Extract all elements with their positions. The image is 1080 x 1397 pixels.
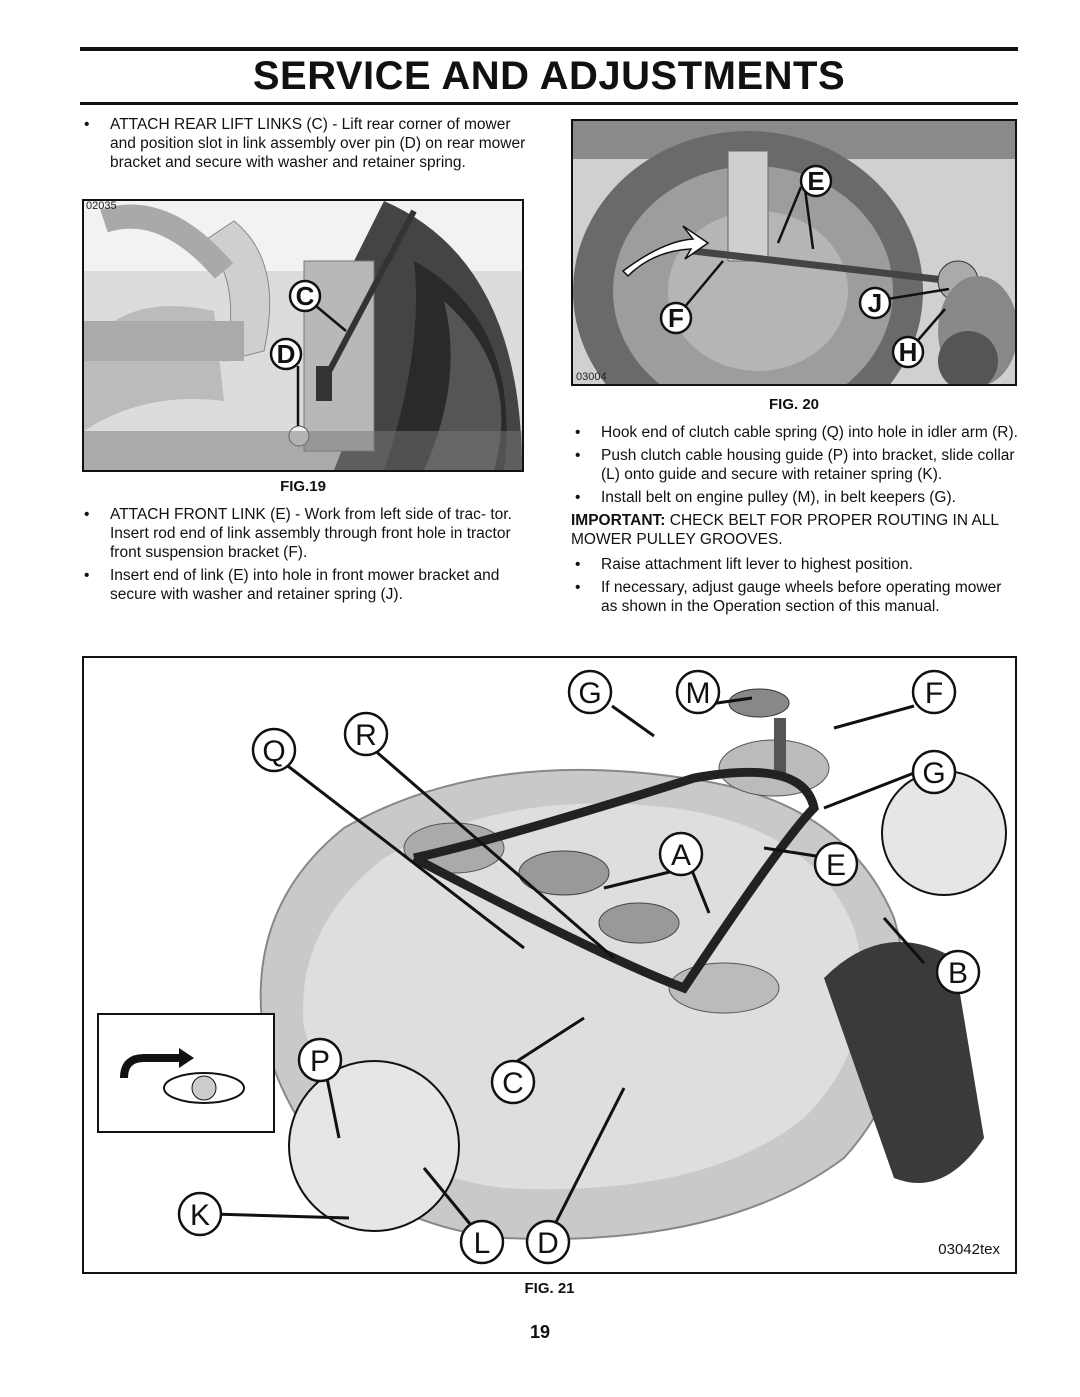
fig21-caption: FIG. 21 <box>524 1280 575 1297</box>
install-belt-text: Install belt on engine pulley (M), in be… <box>601 489 956 506</box>
fig19-caption: FIG.19 <box>280 478 326 495</box>
fig21-callout-l: L <box>474 1227 491 1260</box>
left-bullets: • ATTACH FRONT LINK (E) - Work from left… <box>80 505 526 608</box>
fig21-callout-g2: G <box>922 757 945 790</box>
fig20-image-id: 03004 <box>576 371 607 383</box>
fig21-image-id: 03042tex <box>938 1241 1000 1258</box>
bullet-icon: • <box>84 506 90 523</box>
fig21-callout-a: A <box>671 839 691 872</box>
fig20-callout-h: H <box>899 337 918 367</box>
clutch-spring-text: Hook end of clutch cable spring (Q) into… <box>601 424 1018 441</box>
fig21-callout-c: C <box>502 1067 524 1100</box>
important-label: IMPORTANT: <box>571 512 666 529</box>
fig19-photo: 02035 C D <box>82 199 524 472</box>
list-item: • Insert end of link (E) into hole in fr… <box>80 566 526 604</box>
list-item: • Install belt on engine pulley (M), in … <box>571 488 1018 507</box>
raise-lever-text: Raise attachment lift lever to highest p… <box>601 556 913 573</box>
title-rule-top <box>80 47 1018 51</box>
front-link-text: ATTACH FRONT LINK (E) - Work from left s… <box>110 506 512 561</box>
bullet-icon: • <box>84 116 90 133</box>
important-text: CHECK BELT FOR PROPER ROUTING IN ALL MOW… <box>571 512 999 548</box>
fig21-callout-b: B <box>948 957 968 990</box>
left-intro: • ATTACH REAR LIFT LINKS (C) - Lift rear… <box>80 115 526 176</box>
fig20-photo: 03004 E J F H <box>571 119 1017 386</box>
bullet-icon: • <box>575 447 581 464</box>
list-item: • If necessary, adjust gauge wheels befo… <box>571 578 1018 616</box>
fig19-callout-c: C <box>296 281 315 311</box>
important-note: IMPORTANT: CHECK BELT FOR PROPER ROUTING… <box>571 511 1018 549</box>
fig19-callout-d: D <box>277 339 296 369</box>
fig21-callout-m: M <box>686 677 711 710</box>
list-item: • ATTACH REAR LIFT LINKS (C) - Lift rear… <box>80 115 526 172</box>
fig21-callout-d: D <box>537 1227 559 1260</box>
fig19-image-id: 02035 <box>86 201 117 212</box>
fig21-diagram: G M F Q R G A E B P C K L D <box>82 656 1017 1274</box>
insert-link-text: Insert end of link (E) into hole in fron… <box>110 567 500 603</box>
housing-guide-text: Push clutch cable housing guide (P) into… <box>601 447 1015 483</box>
list-item: • Hook end of clutch cable spring (Q) in… <box>571 423 1018 442</box>
fig20-callout-f: F <box>668 303 684 333</box>
gauge-wheels-text: If necessary, adjust gauge wheels before… <box>601 579 1002 615</box>
fig20-caption: FIG. 20 <box>768 396 820 413</box>
fig20-callout-j: J <box>868 288 882 318</box>
fig21-callout-p: P <box>310 1045 330 1078</box>
fig21-callout-k: K <box>190 1199 210 1232</box>
right-bullets: • Hook end of clutch cable spring (Q) in… <box>571 423 1018 620</box>
bullet-icon: • <box>575 424 581 441</box>
rear-lift-links-text: ATTACH REAR LIFT LINKS (C) - Lift rear c… <box>110 116 526 171</box>
list-item: • ATTACH FRONT LINK (E) - Work from left… <box>80 505 526 562</box>
list-item: • Raise attachment lift lever to highest… <box>571 555 1018 574</box>
fig21-callout-r: R <box>355 719 377 752</box>
fig20-callout-e: E <box>807 166 824 196</box>
bullet-icon: • <box>575 489 581 506</box>
fig21-callout-e: E <box>826 849 846 882</box>
fig21-callout-q: Q <box>262 735 285 768</box>
title-rule-bottom <box>80 102 1018 105</box>
bullet-icon: • <box>575 556 581 573</box>
list-item: • Push clutch cable housing guide (P) in… <box>571 446 1018 484</box>
bullet-icon: • <box>84 567 90 584</box>
bullet-icon: • <box>575 579 581 596</box>
fig21-callouts: G M F Q R G A E B P C K L D <box>177 669 981 1265</box>
fig21-callout-f: F <box>925 677 943 710</box>
fig21-callout-g: G <box>578 677 601 710</box>
page-title: SERVICE AND ADJUSTMENTS <box>252 54 846 98</box>
page-number: 19 <box>529 1322 551 1342</box>
